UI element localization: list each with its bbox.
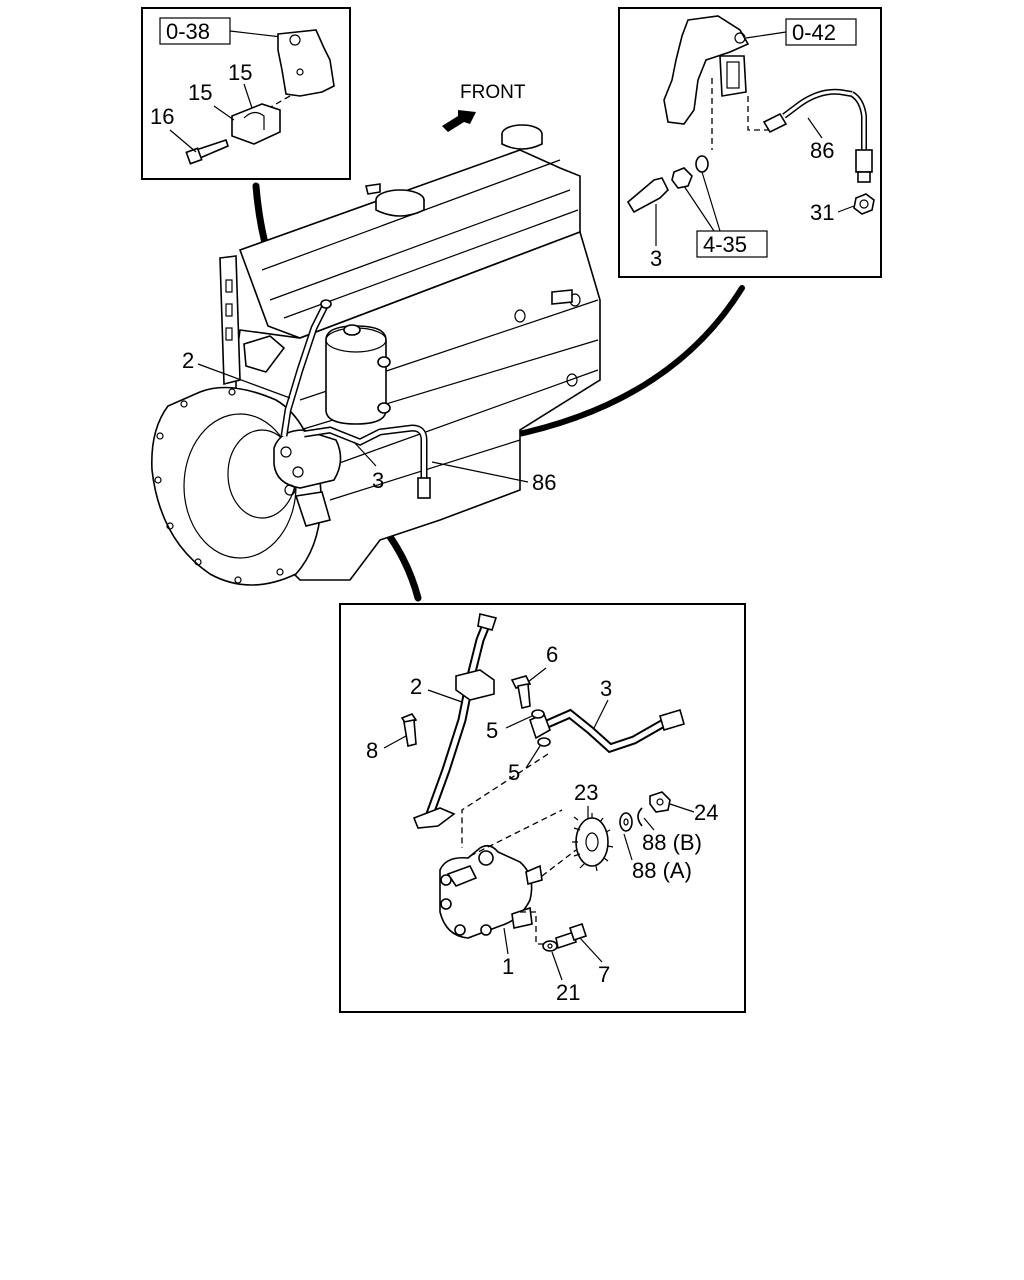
callout-3: 3: [600, 676, 612, 701]
callout-2: 2: [182, 348, 194, 373]
ref-box-4-35: [696, 230, 768, 258]
callout-5: 5: [486, 718, 498, 743]
valve-cover: [238, 149, 581, 339]
feed-pump: [273, 429, 342, 489]
callout-8: 8: [366, 738, 378, 763]
ref-label-0-42: 0-42: [792, 20, 836, 45]
bracket: [663, 15, 750, 125]
detail-feed-pump-exploded: 2 8 6 3 5 5 23: [339, 603, 746, 1013]
callout-15: 15: [228, 60, 252, 85]
flywheel-housing: [151, 386, 322, 586]
bracket: [277, 29, 335, 97]
ref-label-4-35: 4-35: [703, 232, 747, 257]
callout-24: 24: [694, 800, 718, 825]
callout-15: 15: [188, 80, 212, 105]
ref-label-0-38: 0-38: [166, 19, 210, 44]
bolt-7: [568, 922, 588, 942]
callout-3: 3: [650, 246, 662, 271]
clamp: [231, 103, 281, 145]
fuel-filter: [325, 325, 387, 425]
callout-21: 21: [556, 980, 580, 1005]
feed-pump-1: [439, 844, 543, 939]
callout-1: 1: [502, 954, 514, 979]
front-label: FRONT: [460, 82, 526, 103]
gear-23: [572, 813, 614, 872]
callout-6: 6: [546, 642, 558, 667]
bolt-8: [403, 719, 417, 747]
callout-16: 16: [150, 104, 174, 129]
callout-88a: 88 (A): [632, 858, 692, 883]
inset-bracket-clamp: 0-38 15 15 16: [141, 7, 351, 180]
callout-86: 86: [810, 138, 834, 163]
callout-31: 31: [810, 200, 834, 225]
callout-86: 86: [532, 470, 556, 495]
callout-2: 2: [410, 674, 422, 699]
nut-24: [649, 791, 671, 813]
pipe-flange: [412, 807, 456, 829]
callout-7: 7: [598, 962, 610, 987]
callout-3: 3: [372, 468, 384, 493]
front-arrow-icon: [442, 110, 476, 132]
nut: [853, 193, 875, 215]
callout-88b: 88 (B): [642, 830, 702, 855]
pipe-clamp: [455, 669, 495, 701]
engine-assembly: 2 3 86: [151, 124, 601, 586]
front-indicator: FRONT: [442, 82, 526, 132]
rear-plate: [219, 255, 241, 386]
bolt-6: [517, 683, 531, 709]
inset-hose-connection: 0-42 86 31 3 4-35: [618, 7, 882, 278]
callout-23: 23: [574, 780, 598, 805]
fitting: [626, 177, 669, 214]
